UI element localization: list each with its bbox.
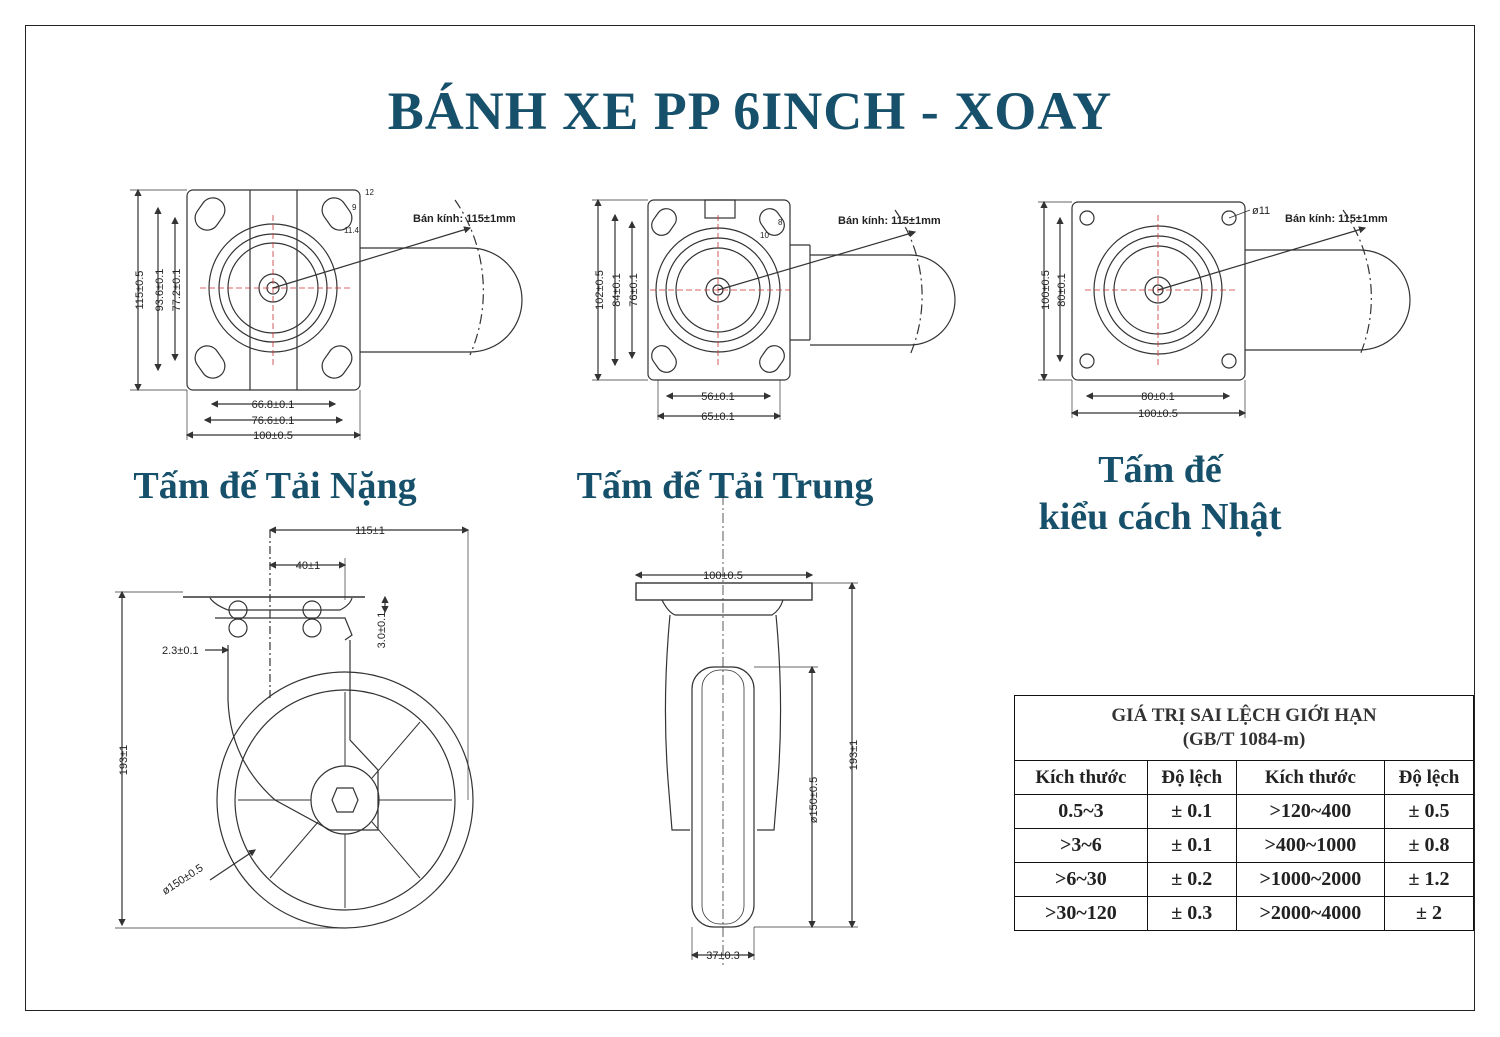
caption-heavy-plate: Tấm đế Tải Nặng — [133, 465, 417, 507]
heavy-plate-view — [130, 188, 523, 440]
drawing-title: BÁNH XE PP 6INCH - XOAY — [387, 81, 1113, 141]
table-cell: ± 0.1 — [1146, 828, 1237, 863]
table-row: 0.5~3 ± 0.1 >120~400 ± 0.5 — [1014, 794, 1474, 829]
drawing-frame — [25, 25, 1475, 1011]
front-dim-height: 193±1 — [848, 740, 860, 771]
japan-dim-w2: 100±0.5 — [1138, 408, 1178, 420]
japan-dim-hole: ø11 — [1252, 205, 1270, 217]
table-cell: ± 2 — [1384, 896, 1474, 931]
caption-japan-plate-line2: kiểu cách Nhật — [1038, 496, 1282, 538]
medium-dim-slot-a: 8 — [778, 218, 783, 227]
front-dim-width: 37±0.3 — [706, 950, 740, 962]
front-dim-diameter: ø150±0.5 — [808, 777, 820, 823]
medium-dim-h3: 76±0.1 — [628, 273, 640, 307]
heavy-radius-note: Bán kính: 115±1mm — [413, 213, 516, 225]
tolerance-table-title: GIÁ TRỊ SAI LỆCH GIỚI HẠN — [1111, 705, 1377, 726]
medium-plate-view — [592, 198, 956, 420]
heavy-dim-w3: 100±0.5 — [253, 430, 293, 442]
japan-radius-note: Bán kính: 115±1mm — [1285, 213, 1388, 225]
column-header: Kích thước — [1014, 760, 1148, 795]
table-cell: >30~120 — [1014, 896, 1148, 931]
heavy-dim-w1: 66.8±0.1 — [252, 399, 295, 411]
heavy-dim-h3: 77.2±0.1 — [171, 269, 183, 312]
side-dim-plate: 3.0±0.1 — [376, 612, 388, 649]
side-dim-top: 115±1 — [355, 525, 385, 537]
table-cell: >400~1000 — [1235, 828, 1386, 863]
tolerance-table: GIÁ TRỊ SAI LỆCH GIỚI HẠN (GB/T 1084-m) … — [1014, 695, 1474, 931]
table-cell: ± 1.2 — [1384, 862, 1474, 897]
japan-plate-view — [1038, 200, 1411, 418]
side-dim-gap: 2.3±0.1 — [162, 645, 199, 657]
table-cell: 0.5~3 — [1014, 794, 1148, 829]
front-dim-top: 100±0.5 — [703, 570, 743, 582]
table-cell: >3~6 — [1014, 828, 1148, 863]
tolerance-table-column-headers: Kích thước Độ lệch Kích thước Độ lệch — [1014, 760, 1474, 795]
heavy-dim-w2: 76.6±0.1 — [252, 415, 295, 427]
medium-dim-h2: 84±0.1 — [611, 273, 623, 307]
front-view — [634, 495, 858, 965]
heavy-dim-slot-a: 9 — [352, 203, 357, 212]
table-cell: ± 0.1 — [1146, 794, 1237, 829]
column-header: Độ lệch — [1146, 760, 1237, 795]
tolerance-table-subtitle: (GB/T 1084-m) — [1182, 729, 1306, 750]
table-cell: ± 0.5 — [1384, 794, 1474, 829]
tolerance-table-header: GIÁ TRỊ SAI LỆCH GIỚI HẠN (GB/T 1084-m) — [1014, 695, 1474, 761]
side-dim-diameter: ø150±0.5 — [160, 862, 205, 897]
side-dim-height: 193±1 — [118, 745, 130, 776]
column-header: Kích thước — [1235, 760, 1386, 795]
table-cell: >120~400 — [1235, 794, 1386, 829]
heavy-dim-h2: 93.6±0.1 — [154, 269, 166, 312]
table-cell: ± 0.3 — [1146, 896, 1237, 931]
heavy-dim-h1: 115±0.5 — [134, 271, 146, 310]
medium-dim-w1: 56±0.1 — [701, 391, 735, 403]
table-cell: >1000~2000 — [1235, 862, 1386, 897]
heavy-dim-slot-b: 11.4 — [344, 226, 360, 235]
heavy-dim-slot-c: 12 — [365, 188, 374, 197]
table-row: >6~30 ± 0.2 >1000~2000 ± 1.2 — [1014, 862, 1474, 897]
table-cell: >6~30 — [1014, 862, 1148, 897]
medium-dim-slot-b: 10 — [760, 231, 769, 240]
table-cell: ± 0.8 — [1384, 828, 1474, 863]
japan-dim-h2: 80±0.1 — [1056, 273, 1068, 307]
table-cell: ± 0.2 — [1146, 862, 1237, 897]
table-row: >3~6 ± 0.1 >400~1000 ± 0.8 — [1014, 828, 1474, 863]
side-view — [115, 526, 474, 929]
column-header: Độ lệch — [1384, 760, 1474, 795]
medium-dim-h1: 102±0.5 — [594, 270, 606, 310]
table-row: >30~120 ± 0.3 >2000~4000 ± 2 — [1014, 896, 1474, 931]
side-dim-offset: 40±1 — [296, 560, 320, 572]
medium-radius-note: Bán kính: 115±1mm — [838, 215, 941, 227]
caption-japan-plate-line1: Tấm đế — [1098, 449, 1222, 491]
caption-medium-plate: Tấm đế Tải Trung — [576, 465, 874, 507]
japan-dim-w1: 80±0.1 — [1141, 391, 1175, 403]
table-cell: >2000~4000 — [1235, 896, 1386, 931]
medium-dim-w2: 65±0.1 — [701, 411, 735, 423]
japan-dim-h1: 100±0.5 — [1040, 270, 1052, 310]
